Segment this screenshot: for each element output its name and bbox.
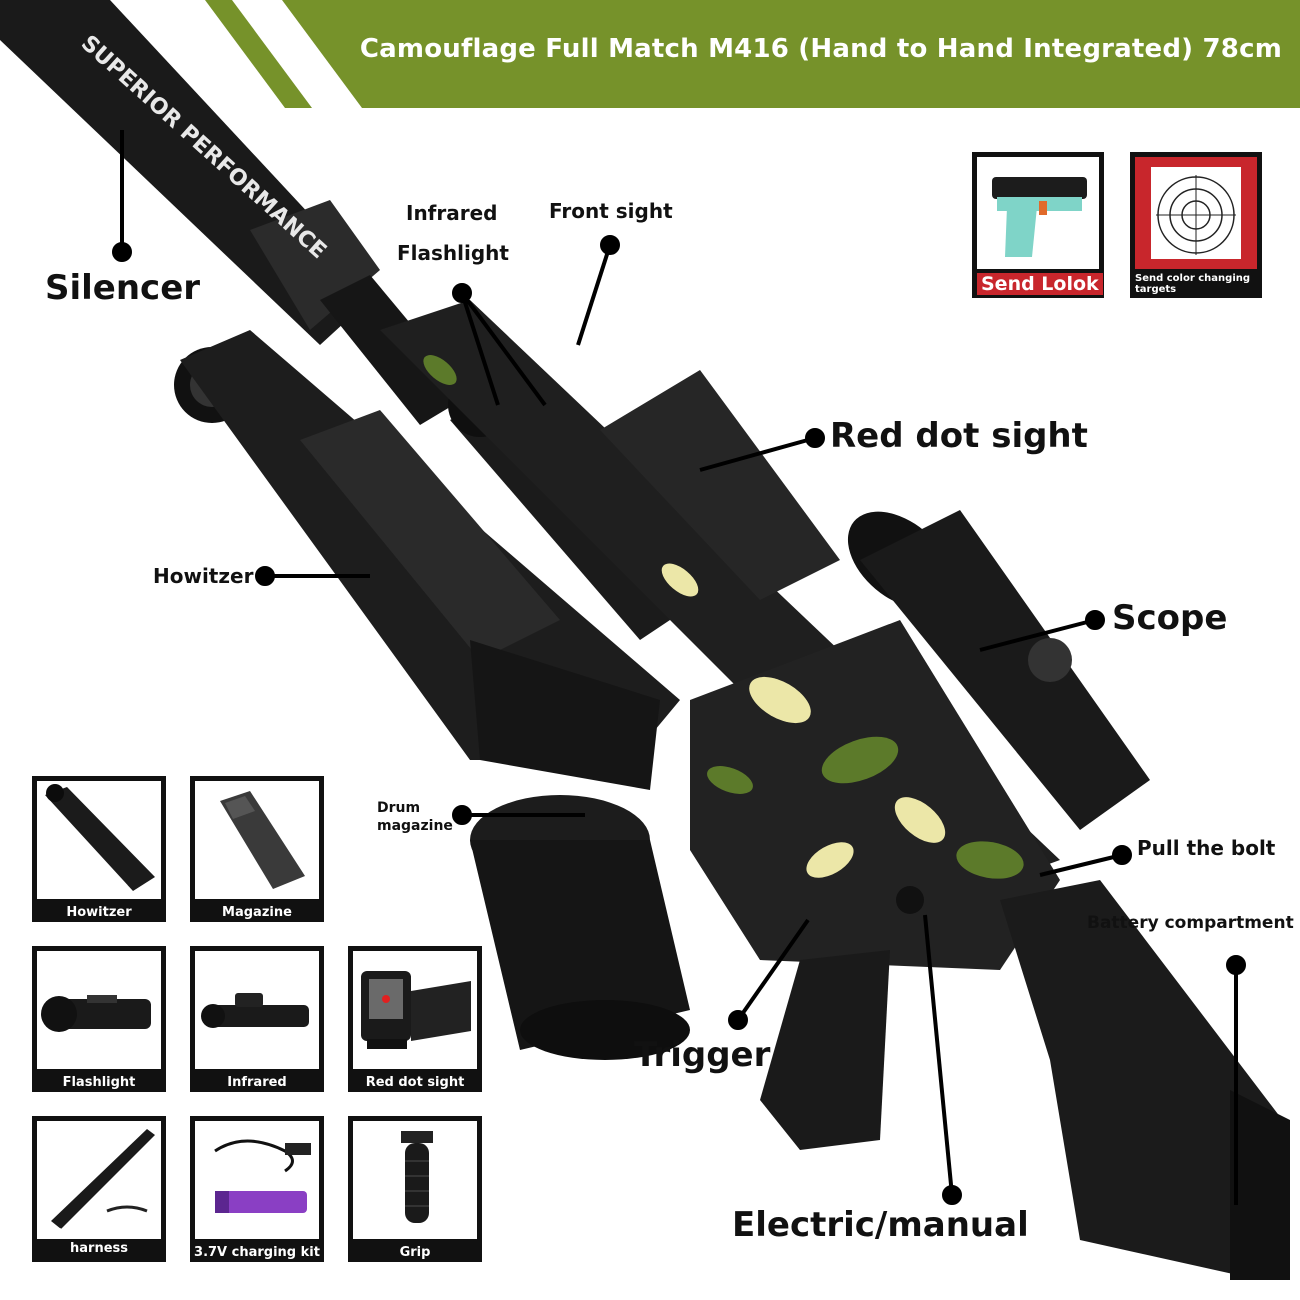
header-banner xyxy=(0,0,1300,108)
howitzer-icon xyxy=(45,784,155,891)
callout-battery-compartment: Battery compartment xyxy=(1087,913,1294,933)
drum-magazine-part xyxy=(470,795,690,1060)
scope-part xyxy=(847,510,1150,830)
accessory-flashlight-card: Flashlight xyxy=(32,946,166,1092)
accessory-red-dot-caption: Red dot sight xyxy=(365,1075,465,1090)
callout-pull-the-bolt: Pull the bolt xyxy=(1137,836,1276,860)
stock-part xyxy=(1000,880,1290,1280)
accessory-charging-caption: 3.7V charging kit xyxy=(194,1245,320,1260)
callout-infrared-line1: Infrared xyxy=(406,201,498,225)
gift-target-caption: Send color changing targets xyxy=(1135,273,1251,295)
accessory-infrared-caption: Infrared xyxy=(227,1075,287,1090)
accessory-magazine-caption: Magazine xyxy=(222,905,292,920)
callout-trigger: Trigger xyxy=(634,1035,771,1075)
howitzer-part xyxy=(174,330,680,790)
accessory-howitzer-card: Howitzer xyxy=(32,776,166,922)
gift-lolok-caption: Send Lolok xyxy=(977,273,1103,295)
page-title: Camouflage Full Match M416 (Hand to Hand… xyxy=(359,34,1282,64)
callout-leader-lines xyxy=(112,130,1246,1205)
accessory-infrared-card: Infrared xyxy=(190,946,324,1092)
callout-scope: Scope xyxy=(1112,598,1228,638)
accessory-grip-card: Grip xyxy=(348,1116,482,1262)
accessory-grip-caption: Grip xyxy=(399,1245,431,1260)
accessory-red-dot-card: Red dot sight xyxy=(348,946,482,1092)
pistol-icon xyxy=(992,177,1087,257)
accessory-silencer-caption: Silencer and harness xyxy=(53,1227,145,1256)
gift-lolok-card: Send Lolok xyxy=(972,152,1104,298)
accessory-howitzer-caption: Howitzer xyxy=(66,905,132,920)
target-icon xyxy=(1151,167,1241,259)
red-dot-sight-icon xyxy=(361,971,471,1049)
silencer-icon xyxy=(51,1129,155,1229)
accessory-flashlight-caption: Flashlight xyxy=(62,1075,136,1090)
callout-drum-line1: Drum xyxy=(377,800,421,816)
callout-howitzer: Howitzer xyxy=(153,564,254,588)
charging-kit-icon xyxy=(214,1139,311,1213)
callout-silencer: Silencer xyxy=(45,268,201,308)
accessory-silencer-card: Silencer and harness xyxy=(32,1116,166,1262)
infrared-icon xyxy=(201,993,309,1028)
gift-target-card: Send color changing targets xyxy=(1130,152,1262,298)
callout-electric-manual: Electric/manual xyxy=(732,1205,1029,1245)
accessory-charging-card: 3.7V charging kit xyxy=(190,1116,324,1262)
pistol-grip-part xyxy=(760,950,890,1150)
accessory-magazine-card: Magazine xyxy=(190,776,324,922)
magazine-icon xyxy=(220,791,305,889)
grip-icon xyxy=(401,1131,433,1223)
callout-drum-line2: magazine xyxy=(377,818,453,834)
callout-red-dot-sight: Red dot sight xyxy=(830,416,1088,456)
lower-receiver-part xyxy=(423,355,1060,970)
flashlight-icon xyxy=(41,995,151,1032)
callout-infrared-line2: Flashlight xyxy=(397,241,509,265)
callout-front-sight: Front sight xyxy=(549,199,673,223)
